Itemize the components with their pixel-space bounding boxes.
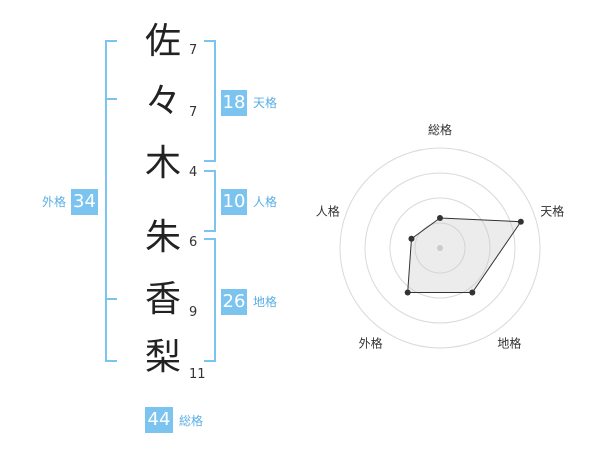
radar-axis-label-1: 天格: [540, 204, 564, 219]
jinkaku-label: 人格: [253, 195, 278, 209]
stroke-count-6: 11: [189, 367, 206, 382]
radar-ring-1: [414, 222, 466, 274]
gaikaku-label: 外格: [42, 195, 67, 209]
soukaku-value: 44: [145, 407, 173, 433]
tenkaku-bracket: [204, 40, 216, 162]
radar-axis-label-3: 外格: [359, 335, 383, 350]
tenkaku-label: 天格: [253, 96, 278, 110]
jinkaku-value: 10: [221, 189, 247, 215]
radar-ring-4: [339, 147, 541, 349]
radar-point-0: [437, 215, 443, 221]
name-char-1: 佐: [144, 21, 181, 62]
stroke-count-1: 7: [189, 43, 198, 58]
name-char-2: 々: [144, 81, 181, 122]
stroke-count-5: 9: [189, 305, 198, 320]
radar-axis-label-4: 人格: [316, 204, 340, 219]
radar-area: [407, 217, 522, 293]
radar-point-4: [408, 235, 415, 242]
chikaku-label: 地格: [253, 295, 278, 309]
soukaku-label: 総格: [179, 414, 204, 428]
gaikaku-value: 34: [71, 189, 98, 215]
radar-point-1: [517, 218, 524, 225]
chikaku-bracket: [204, 238, 216, 362]
name-char-4: 朱: [144, 217, 181, 258]
radar-ring-2: [389, 197, 491, 299]
gaikaku-tick-1: [105, 98, 117, 100]
name-char-6: 梨: [144, 337, 181, 378]
chikaku-value: 26: [221, 289, 247, 315]
name-char-3: 木: [144, 143, 181, 184]
tenkaku-value: 18: [221, 90, 247, 116]
radar-ring-3: [364, 172, 516, 324]
stroke-count-3: 4: [189, 165, 198, 180]
stroke-count-2: 7: [189, 105, 198, 120]
radar-point-3: [404, 289, 411, 296]
stroke-count-4: 6: [189, 235, 198, 250]
gaikaku-tick-2: [105, 298, 117, 300]
jinkaku-bracket: [204, 170, 216, 232]
name-char-5: 香: [144, 279, 181, 320]
radar-axis-label-0: 総格: [428, 122, 452, 137]
radar-center: [437, 245, 443, 251]
radar-point-2: [469, 289, 476, 296]
radar-axis-label-2: 地格: [497, 335, 521, 350]
gaikaku-bracket: [105, 40, 117, 362]
